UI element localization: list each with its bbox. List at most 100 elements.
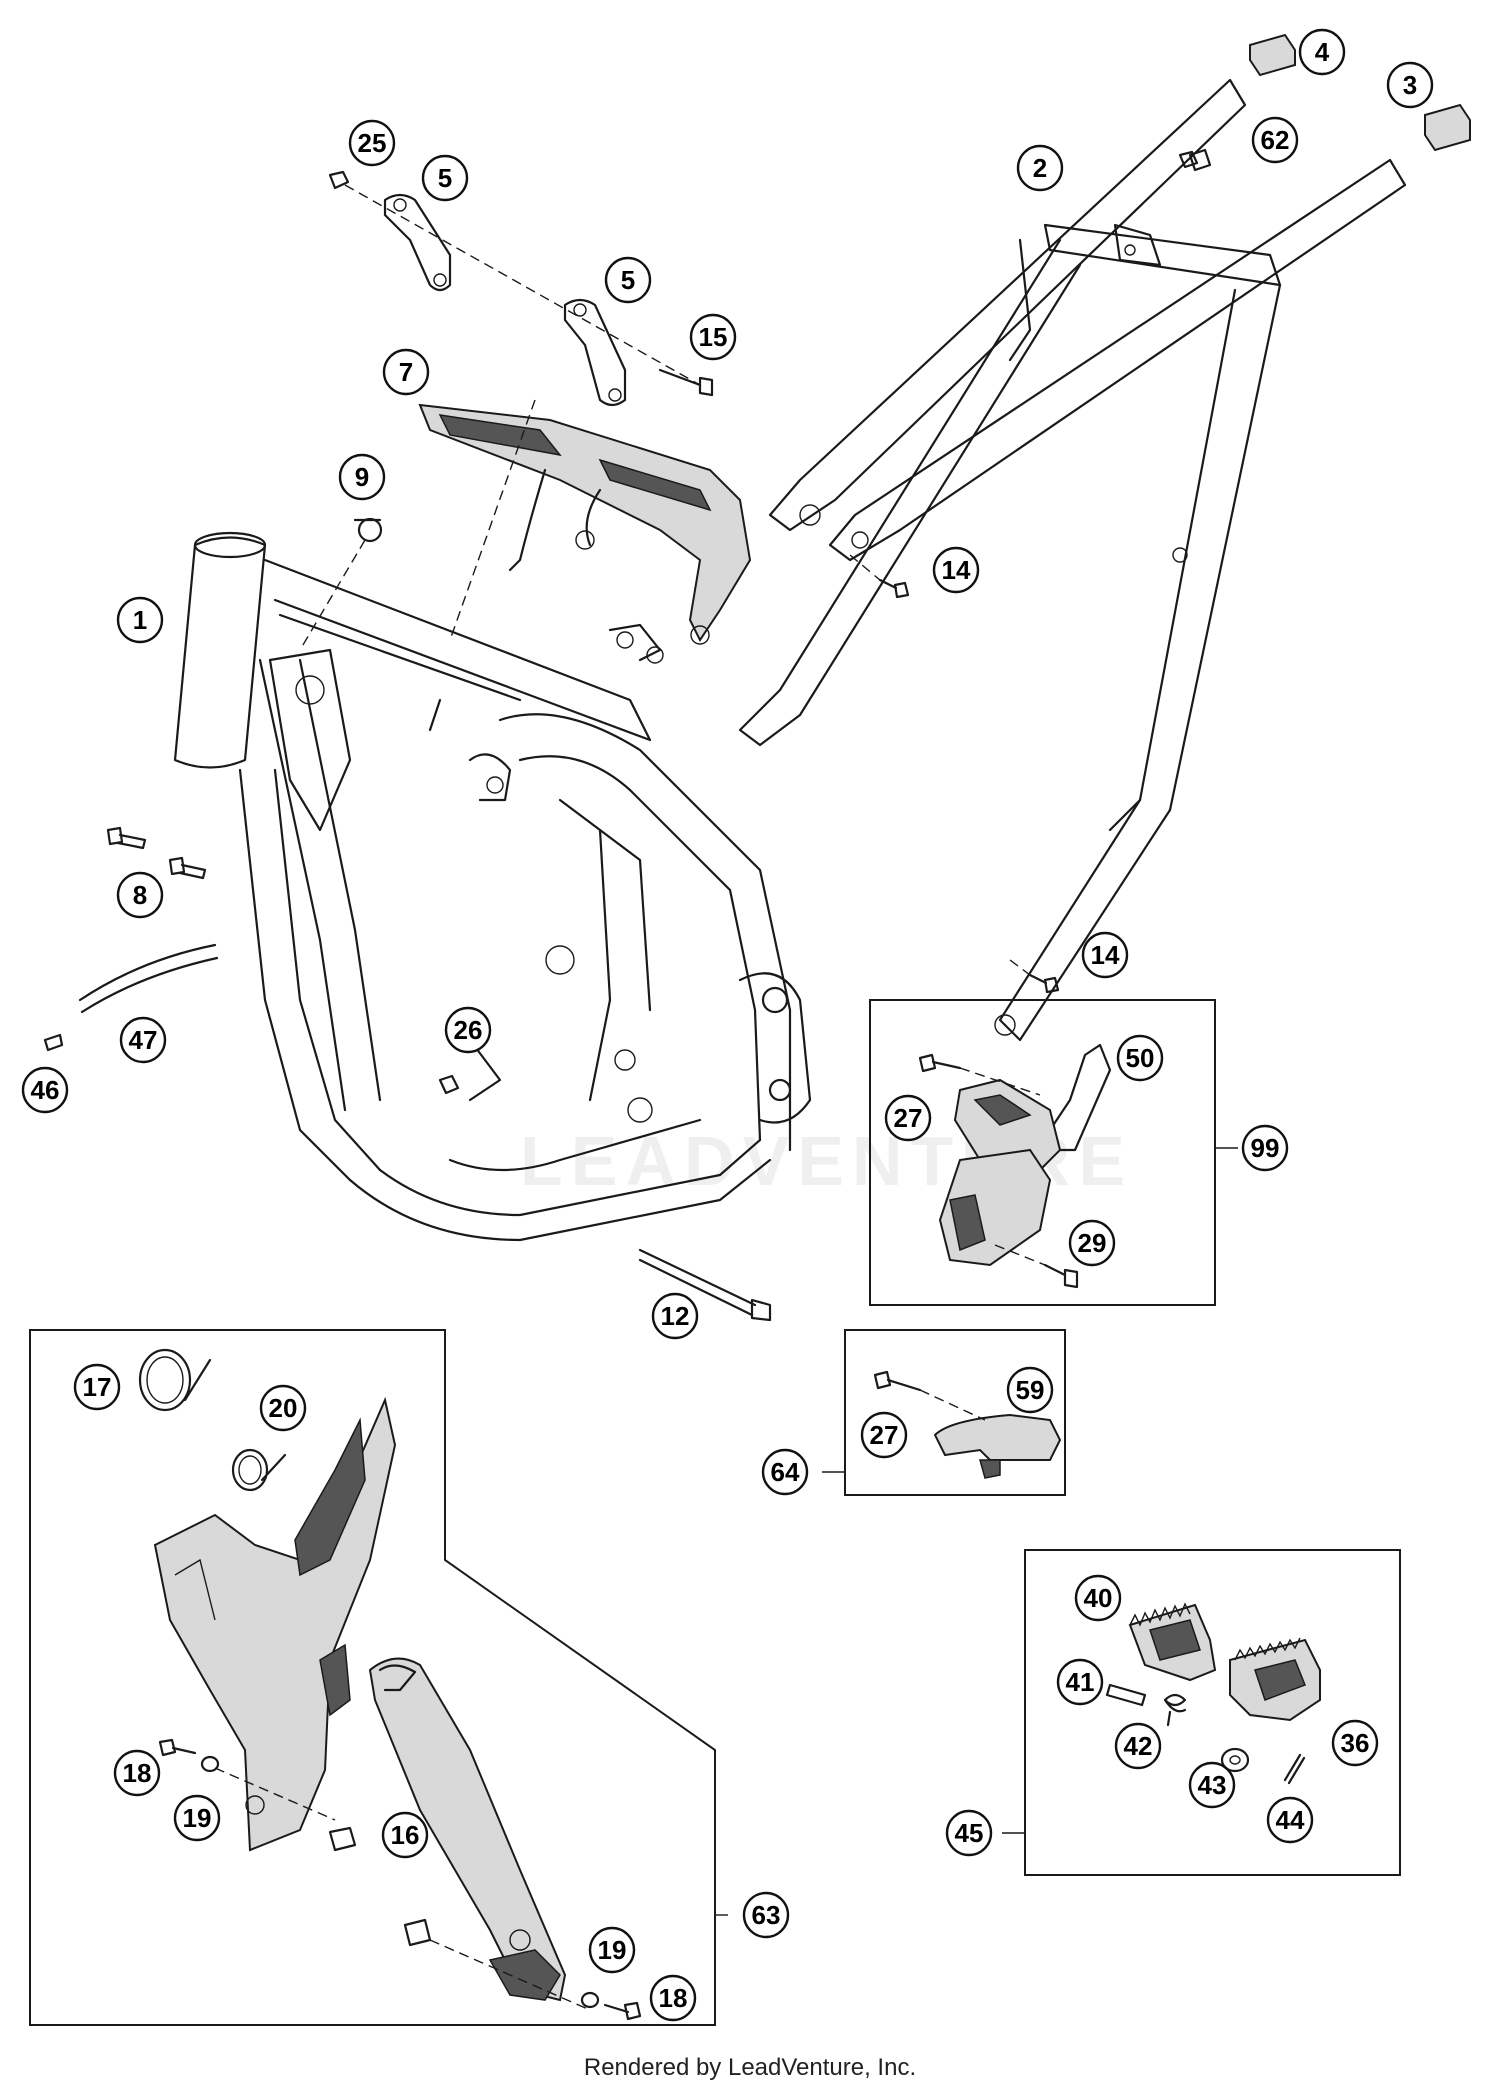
heat-shield	[418, 403, 752, 645]
svg-text:99: 99	[1251, 1133, 1280, 1163]
callout-14-lower: 14	[1081, 931, 1129, 979]
cable-tie-17	[138, 1348, 212, 1412]
engine-bracket-upper	[383, 193, 452, 292]
callout-18-upper: 18	[113, 1749, 161, 1797]
washer-19-lower	[580, 1991, 600, 2009]
bolt-14-upper	[878, 578, 910, 599]
svg-text:26: 26	[454, 1015, 483, 1045]
footrest-kit-box	[1024, 1549, 1401, 1876]
callout-9: 9	[338, 453, 386, 501]
chain-guide	[938, 1148, 1052, 1267]
svg-text:8: 8	[133, 880, 147, 910]
svg-text:3: 3	[1403, 70, 1417, 100]
callout-8: 8	[116, 871, 164, 919]
svg-text:5: 5	[621, 265, 635, 295]
bracket-bolt-axis	[344, 184, 701, 386]
main-frame	[173, 531, 812, 1242]
callout-27-lower: 27	[860, 1411, 908, 1459]
callout-50: 50	[1116, 1034, 1164, 1082]
svg-text:19: 19	[183, 1803, 212, 1833]
svg-text:20: 20	[269, 1393, 298, 1423]
callout-44: 44	[1266, 1796, 1314, 1844]
callout-29: 29	[1068, 1219, 1116, 1267]
spacer-16-a	[328, 1826, 357, 1852]
footrest-spring	[1163, 1693, 1187, 1727]
hose-clamp	[43, 1033, 64, 1052]
nut-26	[438, 1074, 460, 1095]
footrest-washer	[1220, 1747, 1250, 1773]
callout-15: 15	[689, 313, 737, 361]
bolt-27-lower	[873, 1370, 922, 1392]
callout-16: 16	[381, 1811, 429, 1859]
shield-axis	[449, 399, 536, 641]
callout-42: 42	[1114, 1722, 1162, 1770]
footrest-pin	[1105, 1683, 1147, 1707]
clip-axis	[299, 539, 366, 651]
svg-text:18: 18	[123, 1758, 152, 1788]
bolt-14-upper-axis	[849, 554, 881, 581]
svg-text:1: 1	[133, 605, 147, 635]
callout-45: 45	[945, 1809, 993, 1857]
svg-text:27: 27	[870, 1420, 899, 1450]
chain-guide-kit-box	[869, 999, 1216, 1306]
bolt-14-lower-axis	[1009, 959, 1031, 976]
bolt-27-lower-axis	[919, 1389, 986, 1421]
footrest-right	[1229, 1637, 1321, 1722]
svg-text:18: 18	[659, 1983, 688, 2013]
frame-protector-left	[153, 1396, 397, 1852]
svg-text:50: 50	[1126, 1043, 1155, 1073]
callout-4: 4	[1298, 28, 1346, 76]
callout-99: 99	[1241, 1124, 1289, 1172]
callout-63: 63	[742, 1891, 790, 1939]
bolt-8-b	[168, 856, 207, 880]
svg-text:45: 45	[955, 1818, 984, 1848]
svg-text:63: 63	[752, 1900, 781, 1930]
bolt-29-axis	[994, 1244, 1046, 1266]
callout-5-upper: 5	[421, 154, 469, 202]
bolt-18-lower	[603, 2001, 642, 2021]
svg-text:5: 5	[438, 163, 452, 193]
frame-protector-right	[368, 1657, 567, 2002]
callout-17: 17	[73, 1363, 121, 1411]
nut-25	[328, 170, 350, 190]
footer-credit: Rendered by LeadVenture, Inc.	[583, 2054, 917, 2081]
svg-text:17: 17	[83, 1372, 112, 1402]
protector-lower-axis	[429, 1939, 591, 2011]
callout-3: 3	[1386, 61, 1434, 109]
svg-text:36: 36	[1341, 1728, 1370, 1758]
svg-text:40: 40	[1084, 1583, 1113, 1613]
bolt-27-upper	[918, 1053, 962, 1073]
swingarm-pivot-bolt	[638, 1248, 772, 1322]
subframe-end-cap-4	[1249, 33, 1296, 77]
svg-text:44: 44	[1276, 1805, 1305, 1835]
bolt-8-a	[106, 826, 147, 850]
callout-36: 36	[1331, 1719, 1379, 1767]
callout-26: 26	[444, 1006, 492, 1054]
svg-text:16: 16	[391, 1820, 420, 1850]
callout-12: 12	[651, 1292, 699, 1340]
footrest-left	[1128, 1602, 1217, 1682]
svg-text:15: 15	[699, 322, 728, 352]
svg-text:14: 14	[1091, 940, 1120, 970]
cable-tie-20	[231, 1448, 287, 1492]
svg-text:2: 2	[1033, 153, 1047, 183]
svg-text:64: 64	[771, 1457, 800, 1487]
bolt-27-upper-axis	[959, 1067, 1041, 1096]
callout-2: 2	[1016, 144, 1064, 192]
callout-7: 7	[382, 348, 430, 396]
bolt-18-upper	[158, 1738, 197, 1757]
callout-19-upper: 19	[173, 1794, 221, 1842]
svg-text:7: 7	[399, 357, 413, 387]
callout-19-lower: 19	[588, 1926, 636, 1974]
callout-41: 41	[1056, 1658, 1104, 1706]
svg-text:42: 42	[1124, 1731, 1153, 1761]
chain-slider	[933, 1413, 1062, 1479]
callout-25: 25	[348, 119, 396, 167]
svg-text:25: 25	[358, 128, 387, 158]
frame-protector-kit-box	[29, 1329, 716, 2026]
bolt-15	[658, 368, 714, 397]
svg-text:43: 43	[1198, 1770, 1227, 1800]
spacer-16-b	[403, 1918, 432, 1947]
callout-62: 62	[1251, 116, 1299, 164]
